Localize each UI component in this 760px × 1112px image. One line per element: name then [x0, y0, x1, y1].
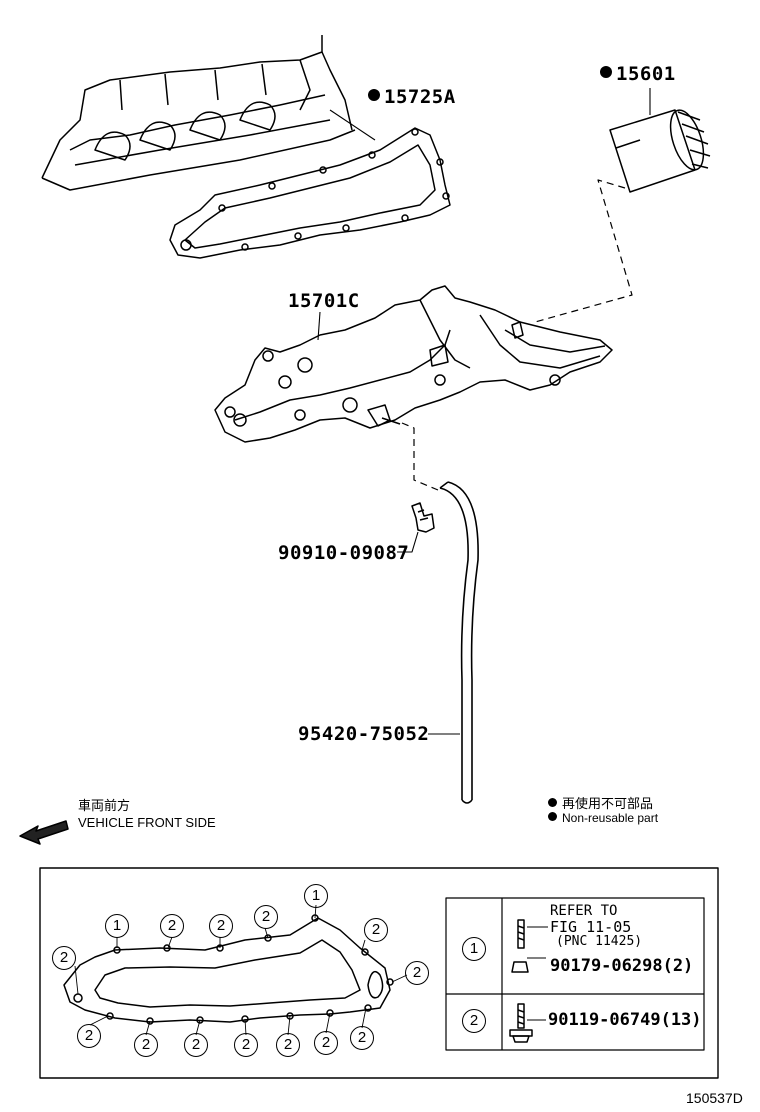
front-side-en: VEHICLE FRONT SIDE	[78, 815, 216, 830]
label-gasket: 15725A	[368, 86, 456, 108]
dot-icon	[548, 798, 557, 807]
front-side-jp: 車両前方	[78, 798, 131, 813]
vehicle-front-arrow-icon	[19, 820, 69, 845]
callout: 2	[77, 1024, 101, 1048]
callout: 2	[364, 918, 388, 942]
oil-filter-15601	[609, 109, 711, 193]
callout: 1	[105, 914, 129, 938]
gasket-15725A	[169, 127, 451, 259]
refer-line-1: REFER TO	[550, 903, 618, 919]
label-filter: 15601	[600, 63, 676, 85]
label-hose: 95420-75052	[298, 723, 430, 745]
table-part-1: 90179-06298(2)	[550, 956, 694, 976]
plug-90910-09087	[411, 502, 435, 533]
callout: 2	[209, 914, 233, 938]
callout: 2	[134, 1033, 158, 1057]
callout: 1	[304, 884, 328, 908]
callout: 2	[254, 905, 278, 929]
bolt-icon	[511, 919, 529, 973]
table-key-2: 2	[462, 1009, 486, 1033]
callout: 2	[405, 961, 429, 985]
refer-line-2: FIG 11-05	[550, 918, 632, 936]
callout: 2	[160, 914, 184, 938]
legend-non-reusable-jp: 再使用不可部品	[548, 793, 653, 812]
figure-id: 150537D	[686, 1090, 743, 1106]
callout: 2	[350, 1026, 374, 1050]
dot-icon	[548, 812, 557, 821]
table-part-2: 90119-06749(13)	[548, 1010, 702, 1030]
bracket-15701C	[214, 285, 613, 443]
flange-bolt-icon	[509, 1003, 533, 1043]
non-reusable-dot-icon	[368, 89, 380, 101]
callout: 2	[314, 1031, 338, 1055]
callout: 2	[184, 1033, 208, 1057]
non-reusable-dot-icon	[600, 66, 612, 78]
label-bracket: 15701C	[288, 290, 360, 312]
table-key-1: 1	[462, 937, 486, 961]
engine-block	[41, 35, 356, 191]
callout: 2	[276, 1033, 300, 1057]
hose-95420-75052	[439, 481, 479, 804]
label-plug: 90910-09087	[278, 542, 410, 564]
callout: 2	[234, 1033, 258, 1057]
refer-line-3: (PNC 11425)	[556, 934, 643, 949]
callout: 2	[52, 946, 76, 970]
legend-non-reusable-en: Non-reusable part	[548, 811, 658, 825]
